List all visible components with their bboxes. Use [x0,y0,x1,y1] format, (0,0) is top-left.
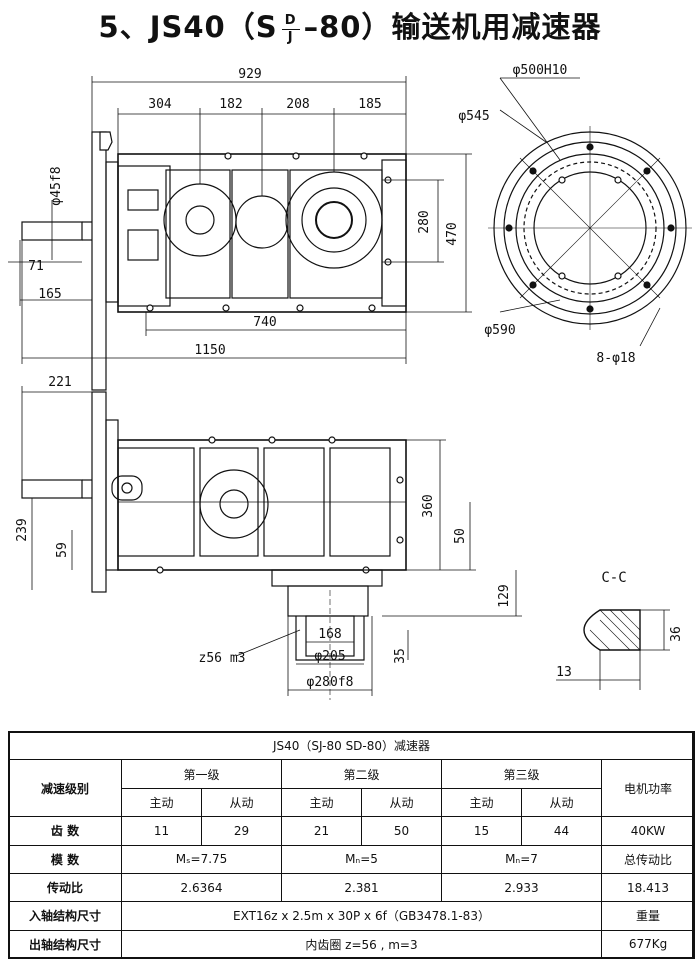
teeth-label: 齿 数 [8,816,122,846]
dim-185: 185 [358,97,381,112]
section-label-cc: C-C [601,570,626,586]
dim-360: 360 [421,494,436,517]
ratio2-value: 2.381 [281,872,442,903]
stage3-label: 第三级 [441,759,602,789]
dim-929: 929 [238,67,261,82]
output-value: 内齿圈 z=56 , m=3 [121,929,602,960]
teeth-value: 15 [441,816,522,846]
teeth-value: 50 [361,816,442,846]
teeth-value: 29 [201,816,282,846]
stage2-drive: 主动 [281,787,362,818]
dim-phi500h10: φ500H10 [513,63,568,78]
weight-value: 677Kg [600,929,696,960]
dim-182: 182 [219,97,242,112]
motor-power-value: 40KW [600,816,696,846]
dim-71: 71 [28,259,44,274]
stage2-label: 第二级 [281,759,442,789]
dim-13: 13 [556,665,572,680]
title-frac-top: D [284,12,297,28]
dim-59: 59 [55,542,70,558]
input-value: EXT16z x 2.5m x 30P x 6f（GB3478.1-83） [121,901,602,931]
technical-drawing: 929 304 182 208 185 φ45f8 71 165 740 115… [8,63,692,700]
side-view [21,391,407,700]
dim-239: 239 [15,518,30,541]
total-ratio-label: 总传动比 [600,844,696,874]
dim-168: 168 [318,627,341,642]
dim-208: 208 [286,97,309,112]
dim-470: 470 [445,222,460,245]
ratio1-value: 2.6364 [121,872,282,903]
weight-label: 重量 [600,901,696,931]
total-ratio-value: 18.413 [600,872,696,903]
ratio-label: 传动比 [8,872,122,903]
stage1-driven: 从动 [201,787,282,818]
module3-value: Mₙ=7 [441,844,602,874]
spec-table-wrap: JS40（SJ-80 SD-80）减速器 减速级别 第一级 第二级 第三级 电机… [7,730,696,960]
dim-phi590: φ590 [484,323,515,338]
stage3-drive: 主动 [441,787,522,818]
dim-221: 221 [48,375,71,390]
flange-view [488,77,692,347]
dim-phi280f8: φ280f8 [307,675,354,690]
dim-phi545: φ545 [458,109,489,124]
output-label: 出轴结构尺寸 [8,929,122,960]
module-label: 模 数 [8,844,122,874]
dim-50: 50 [453,528,468,544]
dim-8-phi18: 8-φ18 [596,351,635,366]
dim-phi205: φ205 [314,649,345,664]
stage3-driven: 从动 [521,787,602,818]
stage1-label: 第一级 [121,759,282,789]
dim-165: 165 [38,287,61,302]
dim-129: 129 [497,584,512,607]
title-frac-bottom: J [287,29,294,45]
input-label: 入轴结构尺寸 [8,901,122,931]
teeth-value: 21 [281,816,362,846]
dim-phi45f8: φ45f8 [49,166,64,205]
ratio3-value: 2.933 [441,872,602,903]
stage2-driven: 从动 [361,787,442,818]
dim-280: 280 [417,210,432,233]
table-header: JS40（SJ-80 SD-80）减速器 [7,730,696,761]
stage1-drive: 主动 [121,787,202,818]
motor-power-label: 电机功率 [600,759,696,818]
dim-36: 36 [669,626,684,642]
dim-35: 35 [393,648,408,664]
module1-value: Mₛ=7.75 [121,844,282,874]
dim-740: 740 [253,315,276,330]
teeth-value: 11 [121,816,202,846]
dim-304: 304 [148,97,172,112]
stage-label: 减速级别 [8,759,122,818]
dim-1150: 1150 [194,343,225,358]
title-prefix: 5、JS40（S [98,10,278,44]
title-suffix: –80）输送机用减速器 [303,10,602,44]
teeth-value: 44 [521,816,602,846]
module2-value: Mₙ=5 [281,844,442,874]
dim-z56-m3: z56 m3 [199,651,246,666]
section-cc [556,609,670,690]
spec-table: JS40（SJ-80 SD-80）减速器 减速级别 第一级 第二级 第三级 电机… [7,730,696,960]
